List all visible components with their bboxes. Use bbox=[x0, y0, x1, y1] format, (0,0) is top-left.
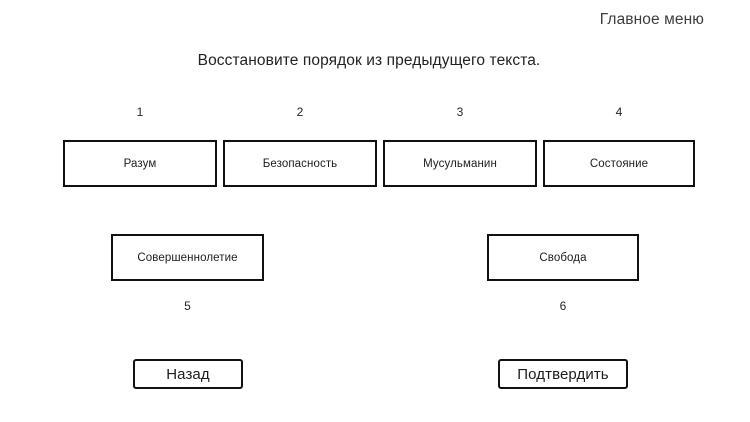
tile-index-6: 6 bbox=[559, 299, 567, 313]
word-tile-1-label: Разум bbox=[123, 157, 157, 170]
word-tile-5[interactable]: Совершеннолетие bbox=[111, 234, 264, 281]
tile-index-3: 3 bbox=[456, 105, 464, 119]
word-tile-4[interactable]: Состояние bbox=[543, 140, 695, 187]
word-tile-2-label: Безопасность bbox=[262, 157, 338, 170]
word-tile-1[interactable]: Разум bbox=[63, 140, 217, 187]
tile-index-5: 5 bbox=[184, 299, 191, 313]
word-tile-5-label: Совершеннолетие bbox=[137, 251, 238, 264]
instruction-label: Восстановите порядок из предыдущего текс… bbox=[197, 52, 541, 69]
confirm-button-label: Подтвердить bbox=[517, 365, 609, 383]
confirm-button[interactable]: Подтвердить bbox=[498, 359, 628, 389]
main-menu-link[interactable]: Главное меню bbox=[599, 11, 704, 28]
word-tile-6[interactable]: Свобода bbox=[487, 234, 639, 281]
back-button[interactable]: Назад bbox=[133, 359, 243, 389]
word-tile-4-label: Состояние bbox=[589, 157, 649, 170]
word-tile-3-label: Мусульманин bbox=[423, 157, 497, 170]
word-tile-2[interactable]: Безопасность bbox=[223, 140, 377, 187]
tile-index-4: 4 bbox=[615, 105, 623, 119]
tile-index-1: 1 bbox=[136, 105, 144, 119]
tile-index-2: 2 bbox=[296, 105, 304, 119]
back-button-label: Назад bbox=[166, 365, 210, 383]
word-tile-6-label: Свобода bbox=[539, 251, 587, 264]
word-tile-3[interactable]: Мусульманин bbox=[383, 140, 537, 187]
instruction-text: Восстановите порядок из предыдущего текс… bbox=[0, 52, 750, 70]
